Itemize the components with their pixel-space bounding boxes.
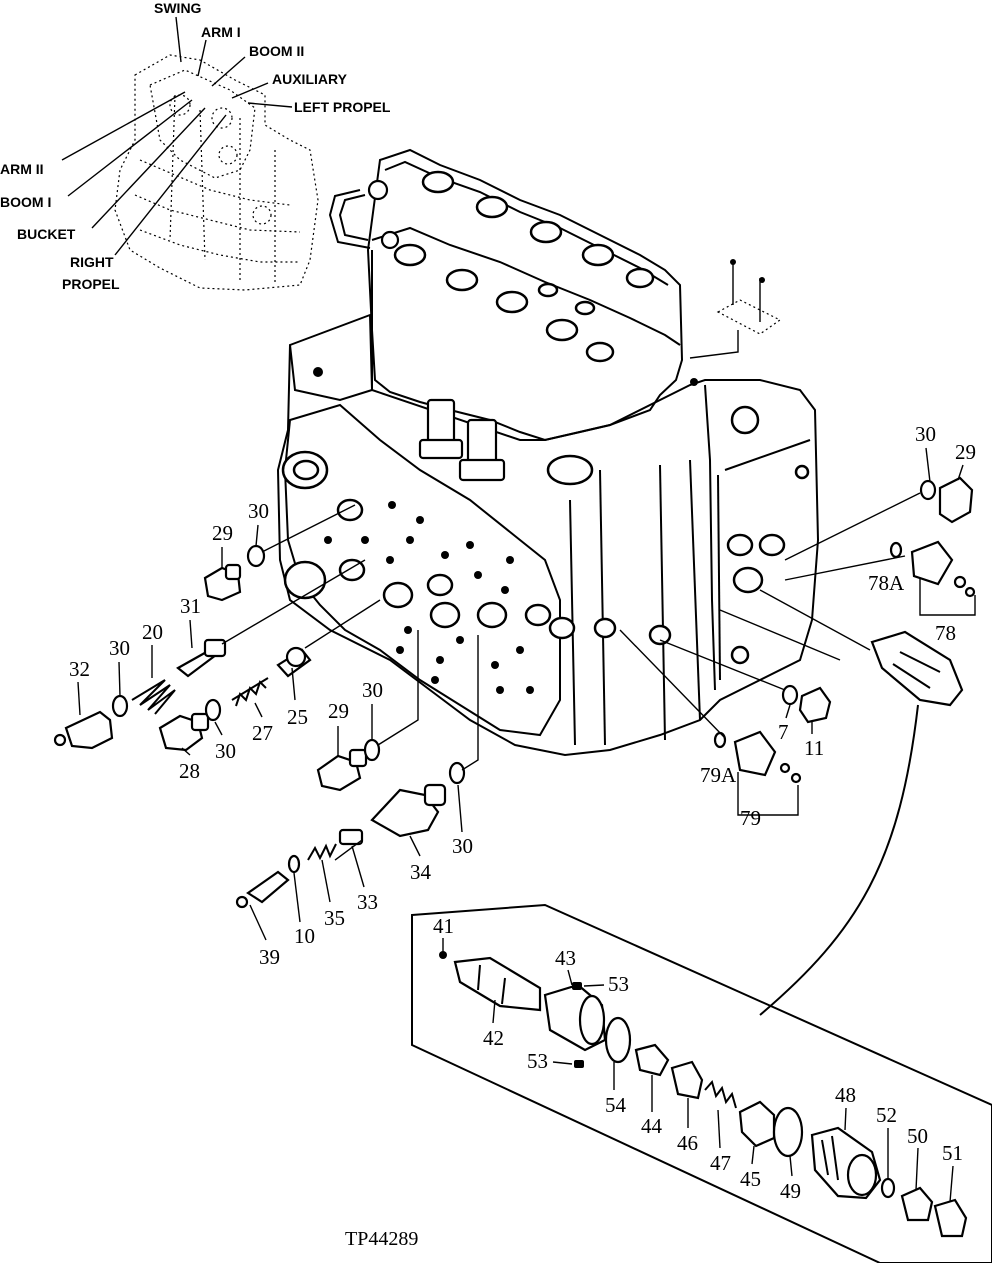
locator-label-boom-1: BOOM I: [0, 194, 51, 210]
locator-thumbnail: SWING ARM I BOOM II AUXILIARY LEFT PROPE…: [0, 0, 391, 292]
locator-label-bucket: BUCKET: [17, 226, 76, 242]
callout-33: 33: [357, 890, 378, 914]
callout-54: 54: [605, 1093, 627, 1117]
callout-29: 29: [328, 699, 349, 723]
callout-20: 20: [142, 620, 163, 644]
callout-29: 29: [955, 440, 976, 464]
callout-leaders: [77, 447, 964, 1203]
callout-79a: 79A: [700, 763, 737, 787]
callout-44: 44: [641, 1114, 663, 1138]
figure-reference: TP44289: [345, 1228, 418, 1250]
locator-label-right-propel-line2: PROPEL: [62, 276, 120, 292]
callout-46: 46: [677, 1131, 698, 1155]
locator-label-auxiliary: AUXILIARY: [272, 71, 348, 87]
control-valve-body: [276, 148, 820, 757]
callout-10: 10: [294, 924, 315, 948]
callout-31: 31: [180, 594, 201, 618]
pilot-cap-row-2: [393, 243, 615, 363]
callout-29: 29: [212, 521, 233, 545]
callout-78a: 78A: [868, 571, 905, 595]
callout-49: 49: [780, 1179, 801, 1203]
callout-53: 53: [527, 1049, 548, 1073]
locator-label-left-propel: LEFT PROPEL: [294, 99, 391, 115]
callout-30: 30: [452, 834, 473, 858]
callout-30: 30: [362, 678, 383, 702]
left-exploded-parts: [53, 504, 479, 909]
mounting-bracket: [689, 259, 782, 359]
callout-28: 28: [179, 759, 200, 783]
top-studs: [418, 398, 594, 486]
locator-label-swing: SWING: [154, 0, 202, 16]
locator-label-boom-2: BOOM II: [249, 43, 304, 59]
callout-30: 30: [915, 422, 936, 446]
callout-78: 78: [935, 621, 956, 645]
callout-30: 30: [109, 636, 130, 660]
callout-51: 51: [942, 1141, 963, 1165]
callout-50: 50: [907, 1124, 928, 1148]
callout-32: 32: [69, 657, 90, 681]
locator-label-right-propel-line1: RIGHT: [70, 254, 114, 270]
callout-45: 45: [740, 1167, 761, 1191]
callout-39: 39: [259, 945, 280, 969]
relief-valve-inset: [411, 903, 992, 1264]
pilot-cap-row-1: [421, 170, 655, 289]
callout-30: 30: [248, 499, 269, 523]
locator-label-arm-2: ARM II: [0, 161, 44, 177]
callout-numbers: 30 29 78A 78 29 30 31 20 32 30 30 27 25 …: [69, 422, 976, 1203]
callout-7: 7: [778, 720, 789, 744]
callout-27: 27: [252, 721, 273, 745]
callout-41: 41: [433, 914, 454, 938]
port-plate-holes: [281, 450, 786, 694]
callout-35: 35: [324, 906, 345, 930]
callout-43: 43: [555, 946, 576, 970]
callout-25: 25: [287, 705, 308, 729]
callout-11: 11: [804, 736, 824, 760]
callout-34: 34: [410, 860, 432, 884]
callout-53: 53: [608, 972, 629, 996]
callout-42: 42: [483, 1026, 504, 1050]
callout-52: 52: [876, 1103, 897, 1127]
right-exploded-parts: [619, 476, 976, 1016]
callout-48: 48: [835, 1083, 856, 1107]
locator-label-arm-1: ARM I: [201, 24, 241, 40]
callout-47: 47: [710, 1151, 731, 1175]
callout-79: 79: [740, 806, 761, 830]
callout-30: 30: [215, 739, 236, 763]
